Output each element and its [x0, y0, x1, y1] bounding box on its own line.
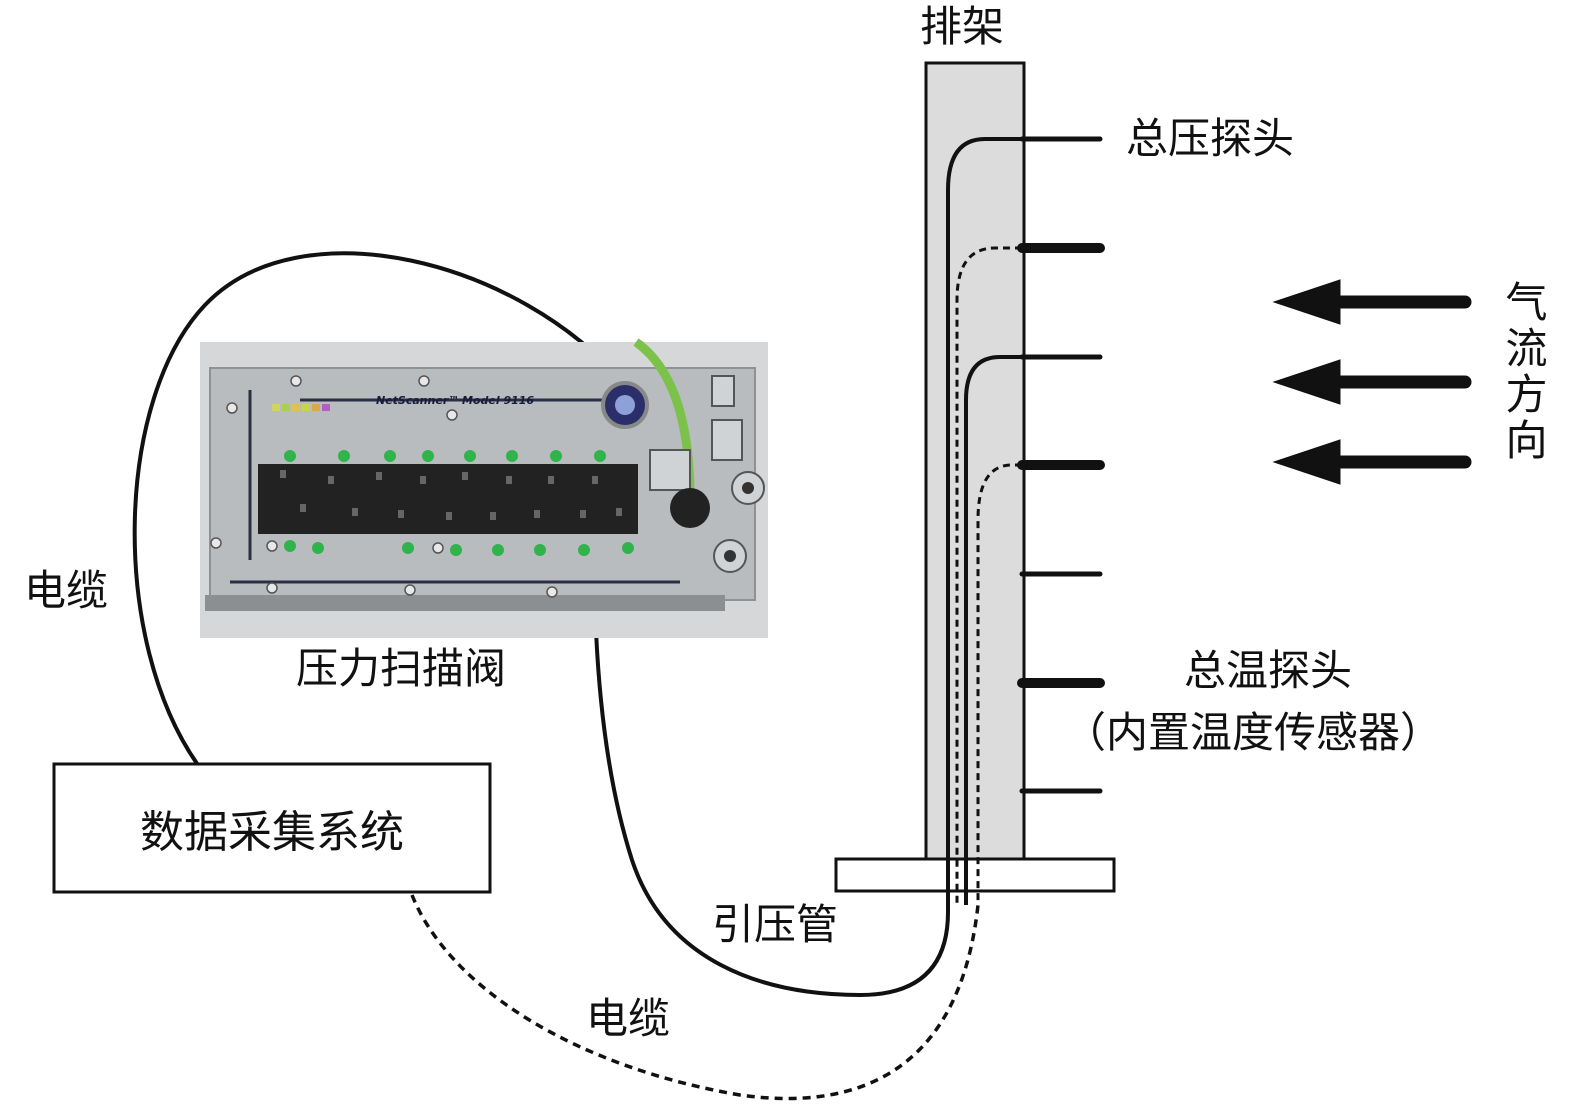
arrow-head-2 [1272, 359, 1341, 405]
upper-cable-line [132, 251, 627, 767]
port-strip [258, 464, 638, 534]
scanner-model-text: Model 9116 [462, 394, 534, 407]
pressure-scanner-photo: NetScanner™ Model 9116 [200, 338, 768, 638]
internal-cable-2 [955, 246, 1022, 905]
status-leds [272, 404, 330, 411]
arrow-head-1 [1272, 279, 1341, 325]
internal-tube-3 [964, 355, 1022, 905]
lower-cable-label: 电缆 [586, 994, 671, 1043]
pressure-tube-line [592, 541, 950, 998]
rake-label: 排架 [920, 2, 1005, 51]
airflow-arrows [1272, 279, 1472, 485]
total-pressure-probe-label: 总压探头 [1126, 114, 1295, 163]
rake-column [924, 61, 1026, 861]
probe-group [1017, 136, 1105, 794]
daq-box [52, 762, 492, 894]
airflow-direction-label: 气流方向 [1499, 280, 1548, 464]
scanner-brand-text: NetScanner™ [376, 394, 459, 407]
upper-cable-label: 电缆 [24, 566, 109, 615]
rake-base [834, 857, 1116, 893]
pressure-tube-label: 引压管 [712, 900, 839, 949]
daq-system-label: 数据采集系统 [140, 807, 404, 858]
lower-cable-line [410, 894, 980, 1101]
internal-cable-4 [976, 463, 1022, 905]
green-leds [284, 450, 634, 556]
internal-tube-1 [946, 137, 1022, 912]
pressure-scanner-label: 压力扫描阀 [296, 644, 507, 693]
total-temp-probe-label: 总温探头 [1184, 646, 1353, 695]
temp-sensor-note-label: （内置温度传感器） [1064, 708, 1443, 757]
arrow-head-3 [1272, 439, 1341, 485]
